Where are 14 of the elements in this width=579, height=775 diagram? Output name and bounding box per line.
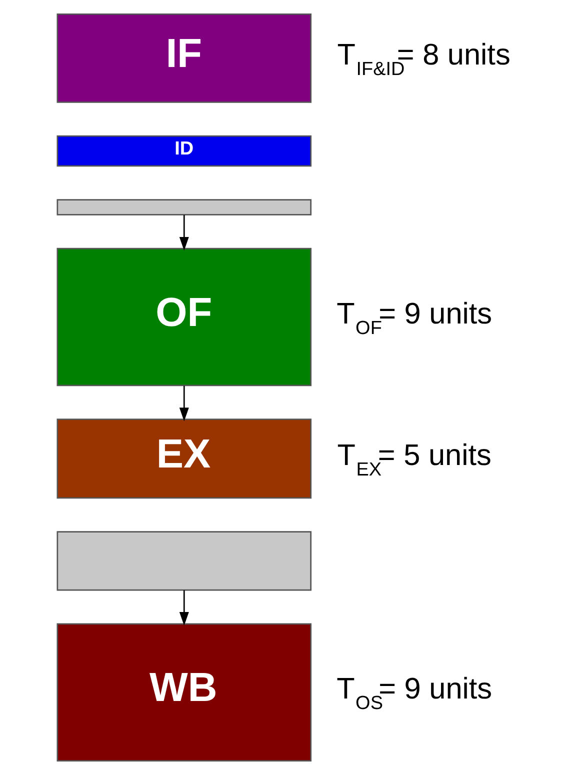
node-label: T$_{OS}$= 9 units <box>336 672 492 714</box>
node-label: T$_{EX}$= 5 units <box>337 438 492 480</box>
node-bar <box>56 199 312 216</box>
node-box: IF <box>56 13 312 103</box>
node-bar <box>56 531 312 591</box>
node-box: WB <box>56 623 312 762</box>
node-box: OF <box>56 248 312 386</box>
node-label: T$_{IF&ID}$= 8 units <box>337 38 510 80</box>
node-label: T$_{OF}$= 9 units <box>336 297 492 339</box>
node-box: EX <box>56 418 312 499</box>
arrow <box>179 590 189 626</box>
arrow <box>179 386 189 422</box>
node-box: ID <box>56 135 312 167</box>
arrow <box>179 215 189 251</box>
